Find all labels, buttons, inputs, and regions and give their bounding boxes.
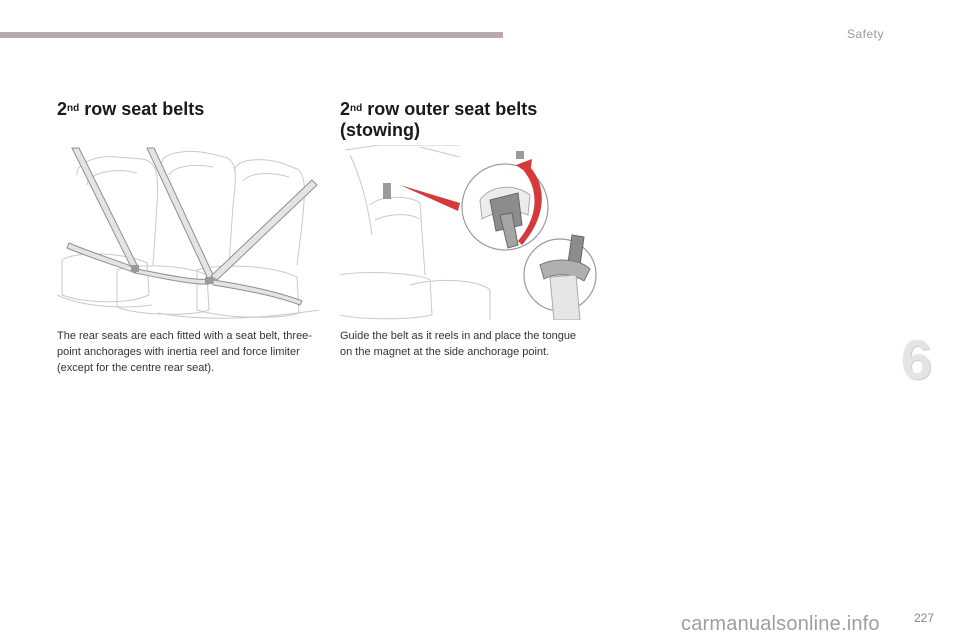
page-number: 227 — [914, 611, 935, 625]
section1-title: 2nd row seat belts — [57, 99, 204, 120]
section1-title-sup: nd — [67, 103, 80, 114]
section2-title-line1: row outer seat belts — [362, 99, 538, 119]
section2-title: 2nd row outer seat belts(stowing) — [340, 99, 600, 141]
section2-title-prefix: 2 — [340, 99, 351, 119]
section1-title-rest: row seat belts — [79, 99, 205, 119]
section2-body: Guide the belt as it reels in and place … — [340, 330, 577, 358]
section1-body: The rear seats are each fitted with a se… — [57, 330, 312, 374]
chapter-label: Safety — [847, 27, 885, 41]
watermark: carmanualsonline.info — [681, 613, 880, 635]
section1-title-prefix: 2 — [57, 99, 68, 119]
section2-title-line2: (stowing) — [340, 120, 420, 140]
seat-belt-stowing-illustration — [340, 145, 597, 320]
chapter-number: 6 — [901, 328, 933, 391]
rear-seat-belts-illustration — [57, 147, 319, 319]
header-accent-bar — [0, 32, 503, 38]
section2-title-sup: nd — [350, 103, 363, 114]
